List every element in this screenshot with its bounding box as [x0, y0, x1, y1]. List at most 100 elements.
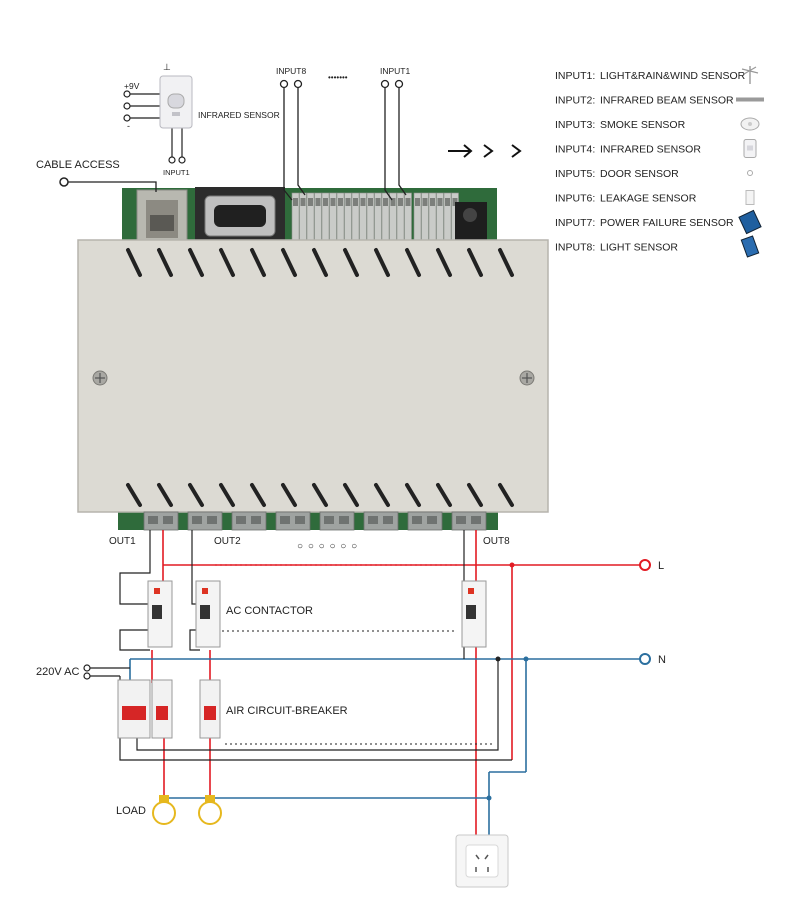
screw-icon	[519, 370, 535, 386]
arrow-indicator-icon	[448, 144, 522, 158]
vent-slot	[250, 248, 266, 277]
terminal-lever	[412, 516, 422, 524]
light-bulb-icon	[198, 795, 222, 825]
terminal-lever	[315, 198, 321, 206]
input-terminal-markers	[279, 79, 404, 89]
terminal-lever	[430, 198, 435, 206]
legend-sensor-label: INFRARED BEAM SENSOR	[600, 95, 734, 107]
vent-slot	[219, 483, 235, 507]
terminal-lever	[353, 198, 358, 206]
ac-contactor-1	[147, 580, 173, 648]
terminal-lever	[324, 516, 334, 524]
live-terminal	[639, 559, 651, 571]
terminal-lever	[163, 516, 173, 524]
legend-sensor-label: POWER FAILURE SENSOR	[600, 217, 734, 229]
terminal-lever	[330, 198, 336, 206]
pir-sensor-device-icon	[159, 75, 193, 129]
vent-slot	[498, 248, 514, 277]
vent-slot	[188, 248, 204, 277]
legend-input-label: INPUT5:	[555, 168, 595, 180]
vent-slot	[219, 248, 235, 277]
legend-input-label: INPUT4:	[555, 144, 595, 156]
terminal-lever	[207, 516, 217, 524]
vent-slot	[312, 248, 328, 277]
terminal-lever	[375, 198, 381, 206]
terminal-lever	[383, 516, 393, 524]
terminal-lever	[280, 516, 290, 524]
vent-slot	[467, 248, 483, 277]
legend-sensor-label: SMOKE SENSOR	[600, 119, 686, 131]
terminal-lever	[415, 198, 420, 206]
rj45-jack	[136, 189, 188, 247]
breaker-label: AIR CIRCUIT-BREAKER	[226, 705, 348, 717]
legend-sensor-label: LIGHT&RAIN&WIND SENSOR	[600, 70, 746, 82]
terminal-lever	[398, 198, 403, 206]
neutral-terminal	[639, 653, 651, 665]
neutral-wires	[129, 658, 640, 838]
terminal-lever	[471, 516, 481, 524]
dc-power-jack	[455, 202, 487, 242]
vent-slot	[281, 483, 297, 507]
legend-sensor-label: DOOR SENSOR	[600, 168, 679, 180]
vent-slot	[312, 483, 328, 507]
light-bulb-icon	[152, 795, 176, 825]
infrared-input1-label: INPUT1	[163, 168, 190, 177]
vent-slot	[467, 483, 483, 507]
ac-contactor-label: AC CONTACTOR	[226, 605, 313, 617]
out2-label: OUT2	[214, 536, 241, 547]
terminal-lever	[192, 516, 202, 524]
terminal-lever	[295, 516, 305, 524]
terminal-lever	[293, 198, 298, 206]
terminal-lever	[360, 198, 366, 206]
output-range-dots: ○ ○ ○ ○ ○ ○	[297, 541, 358, 552]
smoke-sensor-icon	[740, 117, 760, 131]
legend-input-label: INPUT7:	[555, 217, 595, 229]
controller-enclosure	[77, 239, 549, 513]
legend-sensor-label: LIGHT SENSOR	[600, 242, 678, 254]
live-junction	[509, 562, 515, 568]
vent-slot	[126, 483, 142, 507]
beam-sensor-icon	[736, 97, 764, 102]
cable-access-label: CABLE ACCESS	[36, 159, 120, 171]
terminal-lever	[338, 198, 343, 206]
door-sensor-icon	[747, 170, 753, 176]
vent-slot	[436, 483, 452, 507]
legend-input-label: INPUT8:	[555, 242, 595, 254]
top-input-wires	[283, 88, 407, 201]
load-breaker	[199, 679, 221, 739]
terminal-lever	[308, 198, 313, 206]
legend-input-label: INPUT3:	[555, 119, 595, 131]
terminal-lever	[368, 516, 378, 524]
wall-socket-icon	[455, 834, 509, 888]
load-label: LOAD	[116, 805, 146, 817]
input8-label: INPUT8	[276, 66, 307, 76]
leakage-sensor-icon	[745, 190, 755, 205]
terminal-lever	[422, 198, 428, 206]
terminal-lever	[456, 516, 466, 524]
neutral-label: N	[658, 654, 666, 666]
vent-slot	[405, 248, 421, 277]
light-sensor-icon	[740, 235, 760, 258]
terminal-lever	[323, 198, 328, 206]
wind-sensor-icon	[741, 66, 759, 84]
plus9v-label: +9V	[124, 81, 140, 91]
legend-sensor-label: LEAKAGE SENSOR	[600, 193, 697, 205]
vent-slot	[188, 483, 204, 507]
terminal-lever	[236, 516, 246, 524]
main-breaker	[117, 679, 173, 739]
vent-slot	[436, 248, 452, 277]
vent-slot	[250, 483, 266, 507]
terminal-lever	[437, 198, 443, 206]
terminal-lever	[445, 198, 450, 206]
terminal-lever	[405, 198, 411, 206]
supply-terminal	[83, 672, 91, 680]
cable-access: CABLE ACCESS	[36, 159, 157, 192]
vent-slot	[281, 248, 297, 277]
ac-contactor-2	[195, 580, 221, 648]
supply-label: 220V AC	[36, 666, 79, 678]
terminal-lever	[427, 516, 437, 524]
legend-input-label: INPUT2:	[555, 95, 595, 107]
vent-slot	[157, 248, 173, 277]
vent-slot	[405, 483, 421, 507]
